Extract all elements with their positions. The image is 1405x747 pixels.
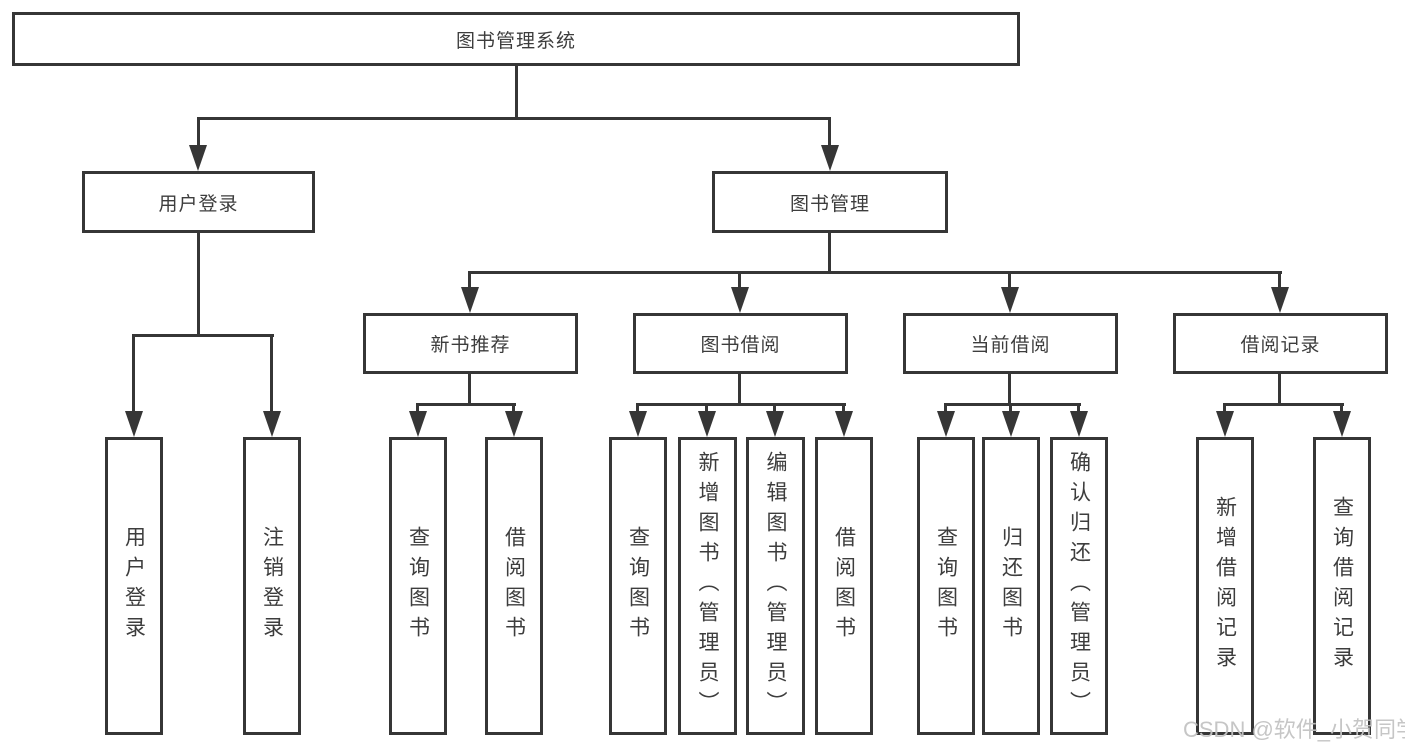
csdn-watermark: CSDN @软件_小贺同学 (1183, 717, 1405, 742)
arrowhead-down-icon (835, 411, 853, 437)
node-borrow-label: 图书借阅 (700, 335, 781, 356)
leaf-newbook-borrow-books: 借阅图书 (485, 437, 543, 735)
connector-stem-leaf (773, 403, 776, 414)
connector-records-rail (1223, 403, 1344, 406)
connector-current-rail (944, 403, 1081, 406)
arrowhead-book-mgmt-icon (821, 145, 839, 171)
leaf-label: 新增图书（管理员） (696, 451, 719, 721)
arrowhead-down-icon (1070, 411, 1088, 437)
connector-records-drop (1278, 374, 1281, 404)
leaf-newbook-query-books: 查询图书 (389, 437, 447, 735)
connector-stem-leaf (270, 334, 273, 413)
connector-stem-leaf (1077, 403, 1080, 414)
leaf-borrow-borrow-books: 借阅图书 (815, 437, 873, 735)
connector-new-book-drop (468, 374, 471, 404)
leaf-label: 编辑图书（管理员） (764, 451, 787, 721)
arrowhead-current-icon (1001, 287, 1019, 313)
connector-current-drop (1008, 374, 1011, 404)
connector-stem-leaf (1223, 403, 1226, 414)
connector-level3-rail (468, 271, 1282, 274)
connector-stem-leaf (1009, 403, 1012, 414)
leaf-logout: 注销登录 (243, 437, 301, 735)
connector-stem-new-book (468, 271, 471, 289)
connector-user-login-drop (197, 233, 200, 336)
connector-stem-user-login (197, 117, 200, 148)
arrowhead-down-icon (766, 411, 784, 437)
arrowhead-down-icon (505, 411, 523, 437)
node-records-label: 借阅记录 (1240, 335, 1321, 356)
node-root-system: 图书管理系统 (12, 12, 1020, 66)
arrowhead-down-icon (409, 411, 427, 437)
arrowhead-down-icon (937, 411, 955, 437)
connector-borrow-drop (738, 374, 741, 404)
connector-stem-leaf (132, 334, 135, 413)
connector-stem-borrow (738, 271, 741, 289)
connector-stem-records (1278, 271, 1281, 289)
leaf-borrow-query-books: 查询图书 (609, 437, 667, 735)
connector-stem-leaf (1340, 403, 1343, 414)
node-root-label: 图书管理系统 (455, 30, 576, 52)
connector-stem-leaf (416, 403, 419, 414)
leaf-user-login: 用户登录 (105, 437, 163, 735)
arrowhead-down-icon (1333, 411, 1351, 437)
connector-user-login-rail (132, 334, 274, 337)
leaf-label: 查询图书 (406, 526, 430, 646)
leaf-borrow-add-books-admin: 新增图书（管理员） (678, 437, 737, 735)
leaf-label: 归还图书 (999, 526, 1023, 646)
leaf-current-query-books: 查询图书 (917, 437, 975, 735)
node-book-mgmt-label: 图书管理 (789, 193, 870, 215)
leaf-label: 注销登录 (260, 526, 284, 646)
arrowhead-down-icon (1002, 411, 1020, 437)
leaf-current-return-books: 归还图书 (982, 437, 1040, 735)
leaf-label: 查询图书 (934, 526, 958, 646)
arrowhead-user-login-icon (189, 145, 207, 171)
node-user-login-label: 用户登录 (158, 193, 239, 215)
connector-book-mgmt-drop (828, 233, 831, 273)
node-borrow: 图书借阅 (633, 313, 848, 374)
connector-stem-leaf (636, 403, 639, 414)
node-book-mgmt: 图书管理 (712, 171, 948, 233)
arrowhead-down-icon (125, 411, 143, 437)
connector-new-book-rail (416, 403, 516, 406)
node-records: 借阅记录 (1173, 313, 1388, 374)
leaf-label: 查询图书 (626, 526, 650, 646)
leaf-records-add-record: 新增借阅记录 (1196, 437, 1254, 735)
arrowhead-records-icon (1271, 287, 1289, 313)
arrowhead-new-book-icon (461, 287, 479, 313)
arrowhead-down-icon (1216, 411, 1234, 437)
connector-stem-leaf (705, 403, 708, 414)
leaf-label: 确认归还（管理员） (1067, 451, 1091, 721)
connector-stem-current (1008, 271, 1011, 289)
node-new-book-label: 新书推荐 (430, 335, 511, 356)
connector-stem-book-mgmt (828, 117, 831, 148)
node-user-login: 用户登录 (82, 171, 315, 233)
leaf-label: 新增借阅记录 (1213, 496, 1237, 676)
arrowhead-down-icon (263, 411, 281, 437)
node-new-book: 新书推荐 (363, 313, 578, 374)
connector-stem-leaf (842, 403, 845, 414)
connector-root-drop (515, 66, 518, 120)
leaf-label: 借阅图书 (832, 526, 856, 646)
leaf-label: 借阅图书 (502, 526, 526, 646)
node-current-label: 当前借阅 (970, 335, 1051, 356)
connector-level2-rail (197, 117, 831, 120)
node-current: 当前借阅 (903, 313, 1118, 374)
connector-borrow-rail (636, 403, 846, 406)
leaf-borrow-edit-books-admin: 编辑图书（管理员） (746, 437, 805, 735)
leaf-records-query-record: 查询借阅记录 (1313, 437, 1371, 735)
arrowhead-down-icon (698, 411, 716, 437)
leaf-label: 用户登录 (122, 526, 146, 646)
leaf-label: 查询借阅记录 (1330, 496, 1354, 676)
leaf-current-confirm-return-admin: 确认归还（管理员） (1050, 437, 1108, 735)
connector-stem-leaf (512, 403, 515, 414)
arrowhead-borrow-icon (731, 287, 749, 313)
arrowhead-down-icon (629, 411, 647, 437)
connector-stem-leaf (944, 403, 947, 414)
